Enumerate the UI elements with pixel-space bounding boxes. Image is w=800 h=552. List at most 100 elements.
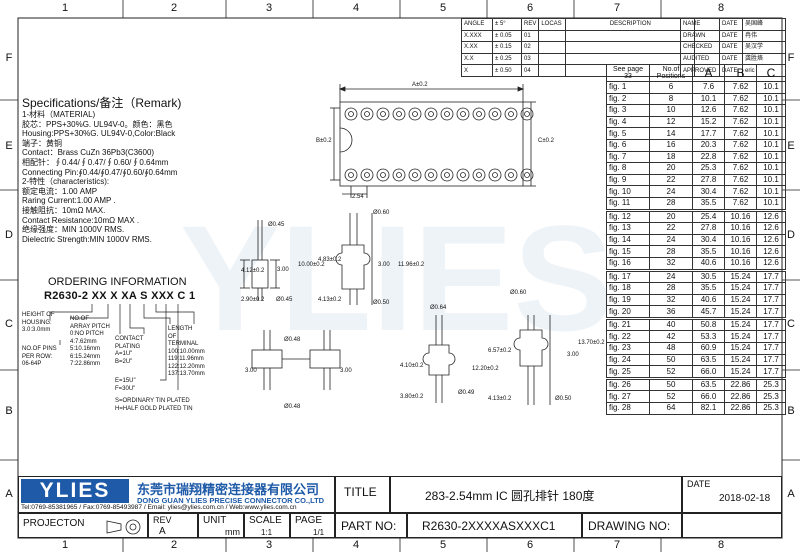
pin-hole-inner (380, 111, 386, 117)
pin-hole-inner (396, 111, 402, 117)
company-block: YLIES 东莞市瑞翔精密连接器有限公司 DONG GUAN YLIES PRE… (18, 476, 335, 513)
config-cell: 10.1 (756, 185, 786, 198)
scale-value: 1:1 (261, 528, 273, 537)
config-cell: fig. 25 (606, 365, 650, 379)
config-cell: 40.6 (692, 293, 725, 307)
config-cell: 22.8 (692, 150, 725, 164)
pin-hole (440, 107, 454, 121)
pin-hole (344, 107, 358, 121)
pin-hole-inner (492, 172, 498, 178)
config-cell: 42 (649, 330, 693, 344)
config-cell: 20 (649, 209, 693, 224)
config-cell: fig. 24 (606, 353, 650, 367)
config-cell: fig. 26 (606, 377, 650, 392)
config-cell: 7.62 (724, 185, 757, 198)
projection-symbol-icon (106, 519, 141, 535)
pin-hole (472, 168, 486, 182)
zone-col-7-bottom: 7 (613, 539, 621, 551)
zone-row-c: C (5, 318, 13, 330)
config-cell: fig. 21 (606, 317, 650, 332)
config-cell: 12.6 (756, 209, 786, 224)
config-cell: fig. 13 (606, 222, 650, 235)
zone-row-d-right: D (787, 229, 795, 241)
config-cell: 24 (649, 233, 693, 247)
config-cell: 52 (649, 365, 693, 379)
zone-row-a: A (5, 488, 13, 500)
config-cell: 20.3 (692, 138, 725, 152)
tol-cell: 03 (520, 52, 540, 66)
config-cell: 10.1 (756, 196, 786, 211)
config-cell: 27.8 (692, 173, 725, 187)
config-cell: 28 (649, 282, 693, 295)
config-cell: 64 (649, 402, 693, 415)
spec-line: Raring Current:1.00 AMP . (22, 196, 116, 206)
config-cell: 30.5 (692, 269, 725, 284)
config-cell: fig. 15 (606, 245, 650, 258)
rev-label: REV (153, 515, 172, 525)
dim-h483: 4.83±0.2 (318, 257, 342, 263)
pin-hole (360, 168, 374, 182)
ordering-pins: NO.OF PINS PER ROW: 06-64P (22, 346, 57, 367)
config-cell: 10.1 (756, 92, 786, 106)
spec-line: Housing:PPS+30%G. UL94V-0,Color:Black (22, 129, 176, 139)
tol-cell (565, 41, 696, 54)
tol-header-rev: REV (520, 18, 540, 31)
ordering-pitch: NO.OF ARRAY PITCH 0:NO PITCH 4:7.62mm 5:… (70, 316, 110, 367)
config-cell: fig. 28 (606, 402, 650, 415)
zone-col-1-bottom: 1 (61, 539, 69, 551)
config-cell: 28 (649, 196, 693, 211)
zone-row-d: D (5, 229, 13, 241)
config-cell: 10.1 (756, 104, 786, 117)
zone-row-f-right: F (787, 52, 795, 64)
tol-cell: X.XXX (461, 29, 493, 43)
config-cell: 10.1 (756, 115, 786, 129)
dim-d048: Ø0.48 (284, 337, 301, 343)
config-cell: 16 (649, 138, 693, 152)
pin-hole-inner (412, 172, 418, 178)
pin-hole-inner (348, 172, 354, 178)
pin-hole-inner (508, 111, 514, 117)
zone-col-7: 7 (613, 2, 621, 14)
pin-hole (392, 168, 406, 182)
date-value: 2018-02-18 (719, 493, 771, 504)
pin-hole-inner (444, 172, 450, 178)
config-cell: 8 (649, 92, 693, 106)
config-cell: 12.6 (692, 104, 725, 117)
page-cell: PAGE 1/1 (290, 513, 335, 538)
dim-d050: Ø0.50 (373, 300, 390, 306)
dim-d048b: Ø0.48 (284, 404, 301, 410)
spec-line: 接触阻抗：10mΩ MAX. (22, 205, 106, 215)
config-cell: 10 (649, 104, 693, 117)
spec-lines: 1-材料（MATERIAL)胶芯：PPS+30%G. UL94V-0。颜色：黑色… (22, 110, 237, 244)
config-cell: 32 (649, 293, 693, 307)
config-cell: 24 (649, 185, 693, 198)
projection-label: PROJECTON (23, 518, 85, 529)
zone-col-8: 8 (717, 2, 725, 14)
config-cell: 10.1 (756, 150, 786, 164)
zone-row-b: B (5, 405, 13, 417)
zone-row-c-right: C (787, 318, 795, 330)
zone-col-5-bottom: 5 (439, 539, 447, 551)
page-label: PAGE (295, 515, 323, 526)
tol-cell: ± 0.25 (492, 52, 522, 66)
config-cell: 40.6 (692, 256, 725, 271)
config-cell: 17.7 (756, 293, 786, 307)
zone-col-6: 6 (526, 2, 534, 14)
dim-d050-b: Ø0.50 (555, 396, 572, 402)
dim-h1220: 12.20±0.2 (472, 366, 499, 372)
tol-cell (538, 41, 567, 54)
